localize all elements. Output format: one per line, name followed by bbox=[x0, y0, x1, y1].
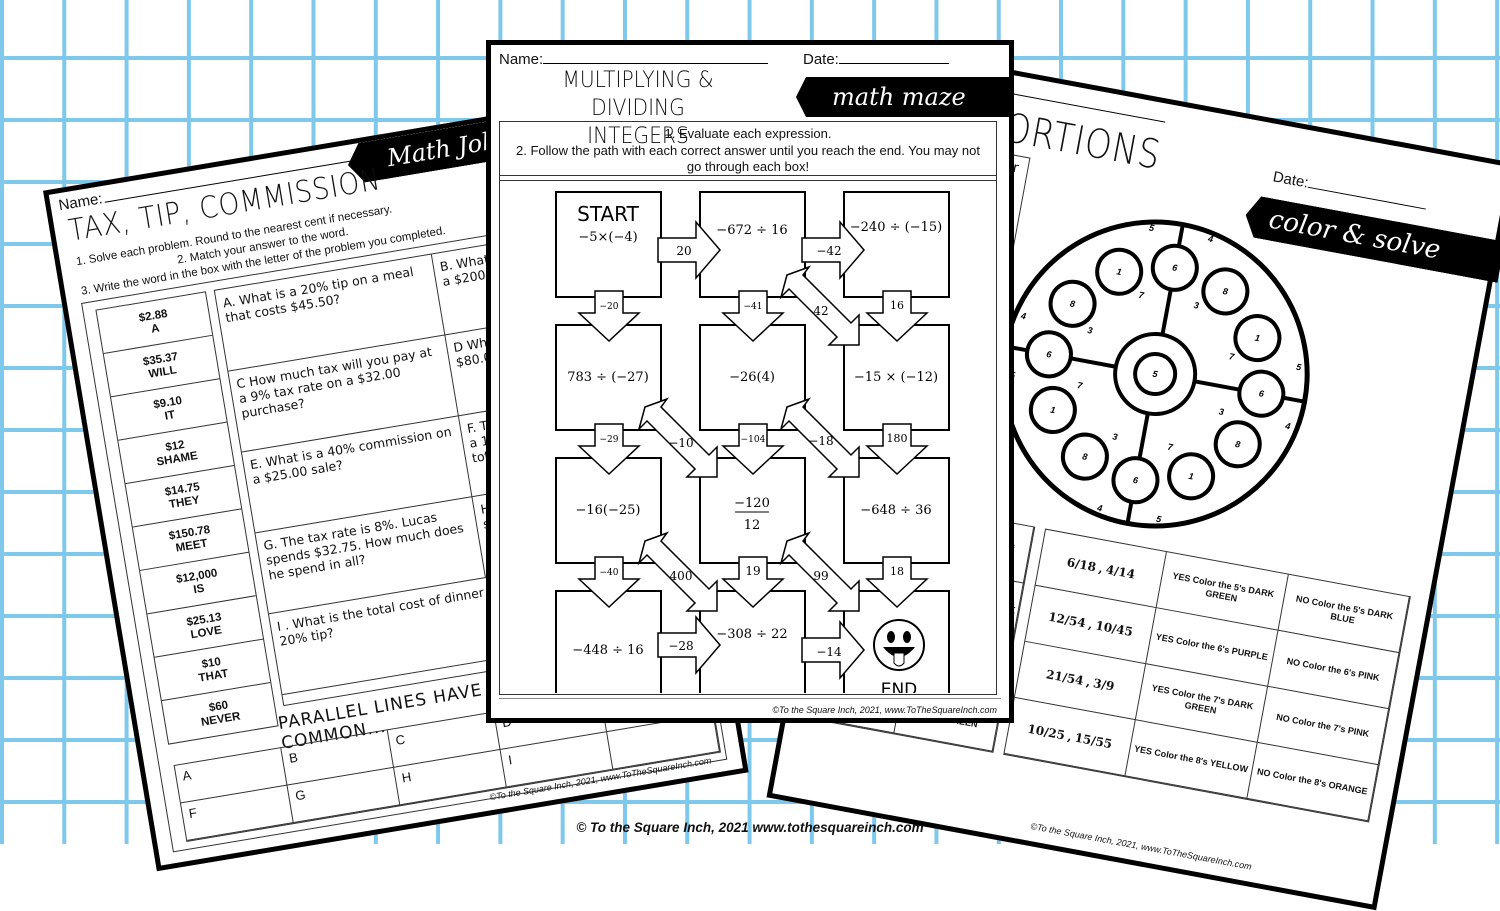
instruction-1: 1. Evaluate each expression. bbox=[664, 126, 832, 141]
svg-text:5: 5 bbox=[1155, 514, 1163, 525]
center-number: 5 bbox=[1152, 369, 1160, 380]
svg-text:19: 19 bbox=[745, 564, 760, 578]
end-label: END bbox=[881, 680, 918, 693]
maze-box-expression: 783 ÷ (−27) bbox=[567, 370, 649, 385]
svg-text:180: 180 bbox=[887, 432, 908, 445]
svg-text:4: 4 bbox=[1206, 233, 1214, 244]
svg-text:−41: −41 bbox=[744, 302, 763, 312]
svg-text:42: 42 bbox=[813, 304, 828, 318]
worksheet-title: MULTIPLYING & DIVIDING INTEGERS bbox=[523, 67, 753, 151]
date-field: Date: bbox=[803, 51, 949, 68]
mandala-coloring-picture: 5 681 681 681 681 737 373 73 545 454 54 bbox=[1000, 219, 1310, 529]
maze-box-expression: −672 ÷ 16 bbox=[716, 223, 787, 238]
svg-text:8: 8 bbox=[1234, 439, 1241, 450]
title-line-1: MULTIPLYING & DIVIDING bbox=[562, 68, 714, 121]
maze-box-expression: −240 ÷ (−15) bbox=[850, 220, 942, 235]
svg-text:1: 1 bbox=[1116, 266, 1123, 277]
name-field: Name: bbox=[499, 51, 769, 68]
svg-text:8: 8 bbox=[1069, 298, 1076, 309]
maze-box-expression: −16(−25) bbox=[575, 503, 640, 518]
maze-box-expression: −308 ÷ 22 bbox=[716, 627, 787, 642]
svg-text:16: 16 bbox=[890, 299, 904, 312]
svg-text:12: 12 bbox=[744, 518, 761, 533]
date-label: Date: bbox=[803, 51, 839, 68]
instruction-2: 2. Follow the path with each correct ans… bbox=[516, 142, 980, 175]
svg-text:4: 4 bbox=[1095, 503, 1103, 514]
svg-text:3: 3 bbox=[1218, 406, 1225, 417]
worksheet-multiplying-dividing-integers: Name: Date: MULTIPLYING & DIVIDING INTEG… bbox=[486, 40, 1014, 723]
svg-text:−104: −104 bbox=[741, 435, 766, 445]
svg-text:6: 6 bbox=[1258, 388, 1266, 399]
svg-text:18: 18 bbox=[890, 565, 904, 578]
svg-text:1: 1 bbox=[1188, 471, 1195, 482]
title-line-2: INTEGERS bbox=[587, 124, 689, 149]
svg-text:−18: −18 bbox=[808, 434, 833, 448]
svg-text:6: 6 bbox=[1046, 349, 1054, 360]
svg-text:6: 6 bbox=[1171, 262, 1179, 273]
svg-text:4: 4 bbox=[1019, 310, 1027, 321]
svg-text:20: 20 bbox=[676, 244, 691, 258]
maze-frame bbox=[499, 175, 997, 695]
svg-text:5: 5 bbox=[1148, 223, 1156, 234]
svg-text:7: 7 bbox=[1076, 380, 1084, 391]
maze-box-expression: −648 ÷ 36 bbox=[860, 503, 931, 518]
svg-text:1: 1 bbox=[1254, 333, 1261, 344]
start-label: START bbox=[577, 202, 639, 226]
svg-text:8: 8 bbox=[1082, 451, 1089, 462]
maze-box-expression: −5×(−4) bbox=[578, 230, 637, 245]
copyright: ©To the Square Inch, 2021, www.ToTheSqua… bbox=[772, 705, 997, 715]
svg-text:4: 4 bbox=[1284, 421, 1292, 432]
divider bbox=[499, 698, 1001, 699]
maze-box-expression: −120 bbox=[734, 496, 770, 511]
svg-text:400: 400 bbox=[670, 569, 693, 583]
name-label: Name: bbox=[499, 51, 544, 68]
footer-credit: © To the Square Inch, 2021 www.tothesqua… bbox=[576, 820, 924, 835]
svg-text:1: 1 bbox=[1049, 405, 1056, 416]
maze-box-expression: −15 × (−12) bbox=[854, 370, 938, 385]
smiley-tongue-icon bbox=[873, 619, 925, 671]
svg-text:3: 3 bbox=[1112, 431, 1119, 442]
svg-text:7: 7 bbox=[1138, 290, 1146, 301]
maze-box-expression: −26(4) bbox=[729, 370, 775, 385]
svg-text:6: 6 bbox=[1132, 475, 1140, 486]
svg-text:−10: −10 bbox=[668, 436, 693, 450]
math-maze-banner: math maze bbox=[796, 77, 1014, 117]
maze-diagram: START −5×(−4) −672 ÷ 16 −240 ÷ (−15) 783… bbox=[555, 191, 950, 693]
svg-text:−40: −40 bbox=[600, 568, 619, 578]
svg-text:−20: −20 bbox=[600, 302, 619, 312]
choice-table-right: 6/18,4/14 YES Color the 5's DARK GREEN N… bbox=[1003, 528, 1411, 823]
svg-text:7: 7 bbox=[1167, 442, 1175, 453]
svg-text:7: 7 bbox=[1228, 351, 1236, 362]
svg-text:3: 3 bbox=[1087, 325, 1094, 336]
svg-text:3: 3 bbox=[1193, 300, 1200, 311]
svg-text:−42: −42 bbox=[816, 244, 841, 258]
svg-text:99: 99 bbox=[813, 569, 828, 583]
maze-box-expression: −448 ÷ 16 bbox=[572, 643, 643, 658]
worksheet-proportions: Name: PROPORTIONS Date: color & solve De… bbox=[766, 50, 1500, 911]
svg-text:−14: −14 bbox=[816, 645, 842, 659]
date-label: Date: bbox=[1271, 168, 1310, 192]
instructions: 1. Evaluate each expression. 2. Follow t… bbox=[499, 121, 997, 181]
svg-text:−28: −28 bbox=[668, 639, 693, 653]
svg-text:5: 5 bbox=[1295, 362, 1303, 373]
svg-text:8: 8 bbox=[1222, 286, 1229, 297]
svg-text:−29: −29 bbox=[600, 435, 619, 445]
